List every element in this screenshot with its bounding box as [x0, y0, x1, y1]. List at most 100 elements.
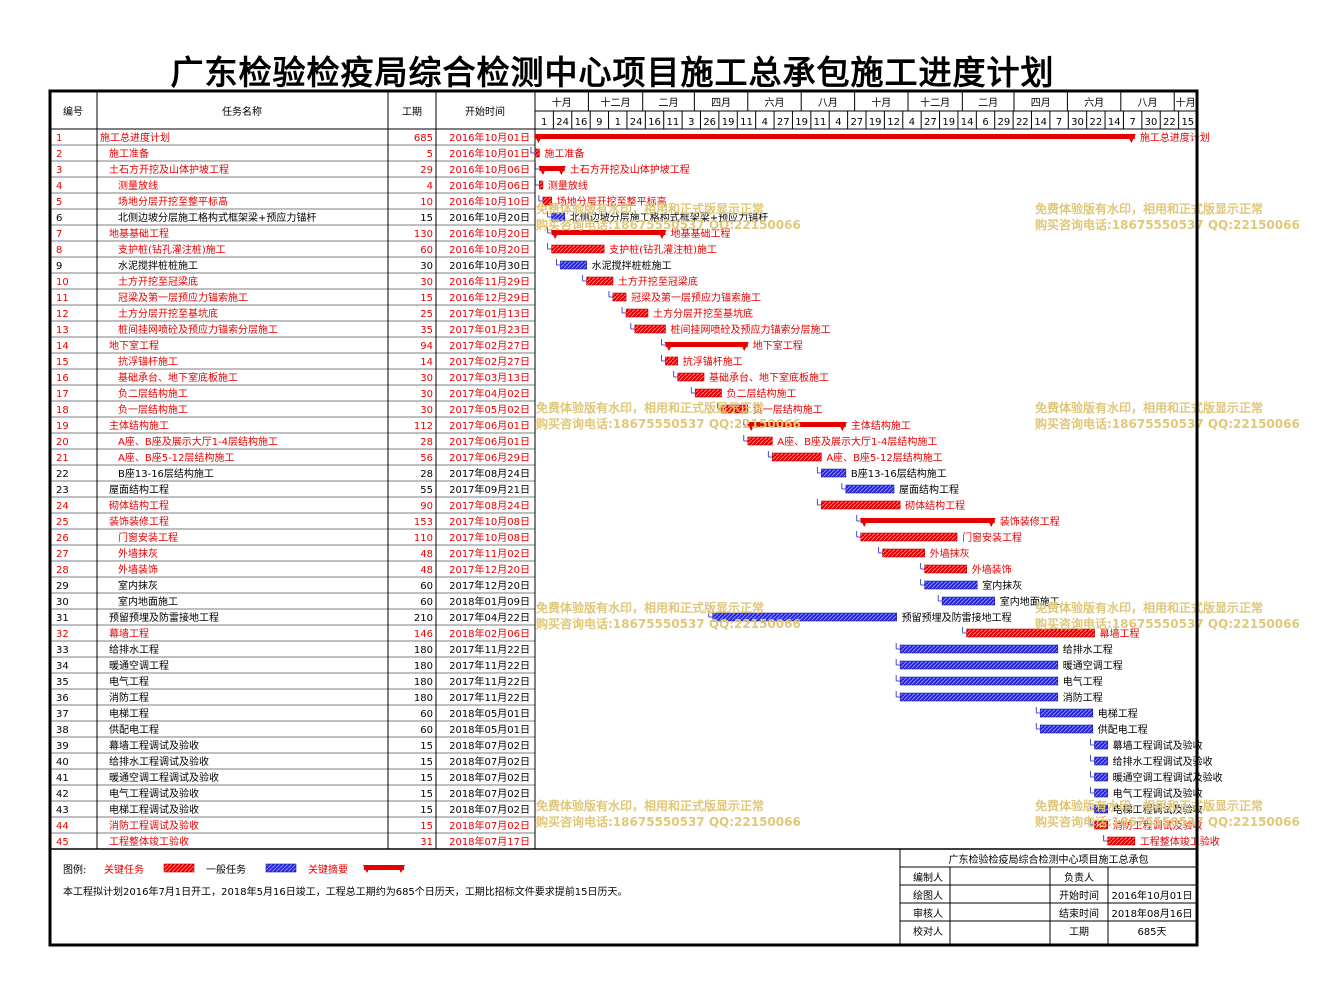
task-bar: [747, 436, 773, 446]
week-label: 27: [777, 117, 790, 128]
task-duration: 60: [420, 725, 433, 736]
legend-critical-text: 关键任务: [104, 863, 144, 876]
bar-label: 暖通空调工程: [1063, 659, 1123, 672]
watermark-line1: 免费体验版有水印，相用和正式版显示正常: [536, 201, 764, 216]
watermark-line2: 购买咨询电话:18675550537 QQ:22150066: [536, 217, 801, 232]
task-bar: [1039, 708, 1094, 718]
week-label: 3: [688, 117, 694, 128]
task-duration: 48: [420, 565, 433, 576]
task-id: 27: [56, 549, 69, 560]
bar-label: 土方开挖至冠梁底: [618, 275, 698, 288]
summary-cap-left: [538, 166, 548, 175]
task-name: 暖通空调工程: [109, 659, 169, 672]
task-duration: 30: [420, 373, 433, 384]
bar-label: 工程整体竣工验收: [1140, 835, 1220, 848]
week-label: 7: [1056, 117, 1062, 128]
page-title: 广东检验检疫局综合检测中心项目施工总承包施工进度计划: [170, 53, 1055, 92]
task-name: 土石方开挖及山体护坡工程: [109, 163, 229, 176]
week-label: 14: [1034, 117, 1047, 128]
bar-label: 电梯工程: [1098, 707, 1138, 720]
summary-bar: [665, 342, 748, 347]
task-id: 2: [56, 149, 62, 160]
task-bar: [1094, 788, 1108, 798]
task-bar: [860, 532, 958, 542]
task-id: 12: [56, 309, 69, 320]
task-id: 23: [56, 485, 69, 496]
summary-cap-right: [986, 518, 996, 527]
titleblock-key: 审核人: [913, 907, 943, 920]
task-id: 31: [56, 613, 69, 624]
bar-label: 北侧边坡分层施工格构式框架梁+预应力锚杆: [570, 211, 768, 224]
legend-label: 图例:: [63, 863, 86, 876]
task-id: 3: [56, 165, 62, 176]
month-label: 十月: [1176, 96, 1196, 109]
task-duration: 180: [414, 693, 433, 704]
titleblock-project: 广东检验检疫局综合检测中心项目施工总承包: [949, 853, 1149, 866]
task-start: 2016年10月20日: [449, 227, 530, 240]
task-name: 施工总进度计划: [100, 131, 170, 144]
task-duration: 94: [420, 341, 433, 352]
task-start: 2017年11月22日: [449, 691, 530, 704]
task-id: 34: [56, 661, 69, 672]
task-name: 门窗安装工程: [118, 531, 178, 544]
task-name: 室内抹灰: [118, 579, 158, 592]
week-label: 16: [648, 117, 661, 128]
week-label: 4: [835, 117, 841, 128]
schedule-note: 本工程拟计划2016年7月1日开工，2018年5月16日竣工，工程总工期约为68…: [63, 885, 628, 898]
week-label: 11: [814, 117, 827, 128]
task-bar: [845, 484, 895, 494]
task-duration: 10: [420, 197, 433, 208]
titleblock-key: 校对人: [913, 925, 943, 938]
week-label: 14: [961, 117, 974, 128]
bar-label: 消防工程: [1063, 691, 1103, 704]
bar-label: 负二层结构施工: [727, 387, 797, 400]
task-id: 33: [56, 645, 69, 656]
task-duration: 90: [420, 501, 433, 512]
task-id: 30: [56, 597, 69, 608]
task-id: 9: [56, 261, 62, 272]
task-name: 工程整体竣工验收: [109, 835, 189, 848]
task-duration: 5: [427, 149, 433, 160]
task-start: 2018年05月01日: [449, 723, 530, 736]
task-duration: 4: [427, 181, 433, 192]
legend-summary-cap: [363, 865, 371, 873]
bar-label: B座13-16层结构施工: [851, 467, 947, 480]
task-id: 38: [56, 725, 69, 736]
task-id: 44: [56, 821, 69, 832]
bar-label: 场地分层开挖至整平标高: [557, 195, 667, 208]
week-label: 30: [1071, 117, 1084, 128]
task-id: 8: [56, 245, 62, 256]
header-id: 编号: [63, 105, 83, 118]
task-duration: 60: [420, 245, 433, 256]
task-name: 土方分层开挖至基坑底: [118, 307, 218, 320]
task-start: 2018年05月01日: [449, 707, 530, 720]
task-bar: [821, 468, 847, 478]
task-id: 10: [56, 277, 69, 288]
task-id: 4: [56, 181, 62, 192]
task-start: 2016年10月10日: [449, 195, 530, 208]
bar-label: 电梯工程调试及验收: [1113, 803, 1203, 816]
bar-label: 外墙抹灰: [930, 547, 970, 560]
task-duration: 180: [414, 661, 433, 672]
week-label: 30: [1145, 117, 1158, 128]
task-bar: [665, 356, 679, 366]
week-label: 4: [762, 117, 768, 128]
bar-label: 给排水工程: [1063, 643, 1113, 656]
task-duration: 685: [414, 133, 433, 144]
bar-label: 负一层结构施工: [753, 403, 823, 416]
task-duration: 28: [420, 469, 433, 480]
task-duration: 48: [420, 549, 433, 560]
watermark-line1: 免费体验版有水印，相用和正式版显示正常: [536, 798, 764, 813]
summary-cap-left: [746, 422, 756, 431]
bar-label: 预留预埋及防雷接地工程: [902, 611, 1012, 624]
task-id: 41: [56, 773, 69, 784]
bar-label: 幕墙工程: [1100, 627, 1140, 640]
task-id: 28: [56, 565, 69, 576]
task-duration: 15: [420, 213, 433, 224]
task-name: 基础承台、地下室底板施工: [118, 371, 238, 384]
bar-label: 施工总进度计划: [1140, 131, 1210, 144]
header-start: 开始时间: [465, 105, 505, 118]
task-start: 2017年09月21日: [449, 483, 530, 496]
task-name: 预留预埋及防雷接地工程: [109, 611, 219, 624]
task-name: 场地分层开挖至整平标高: [118, 195, 228, 208]
